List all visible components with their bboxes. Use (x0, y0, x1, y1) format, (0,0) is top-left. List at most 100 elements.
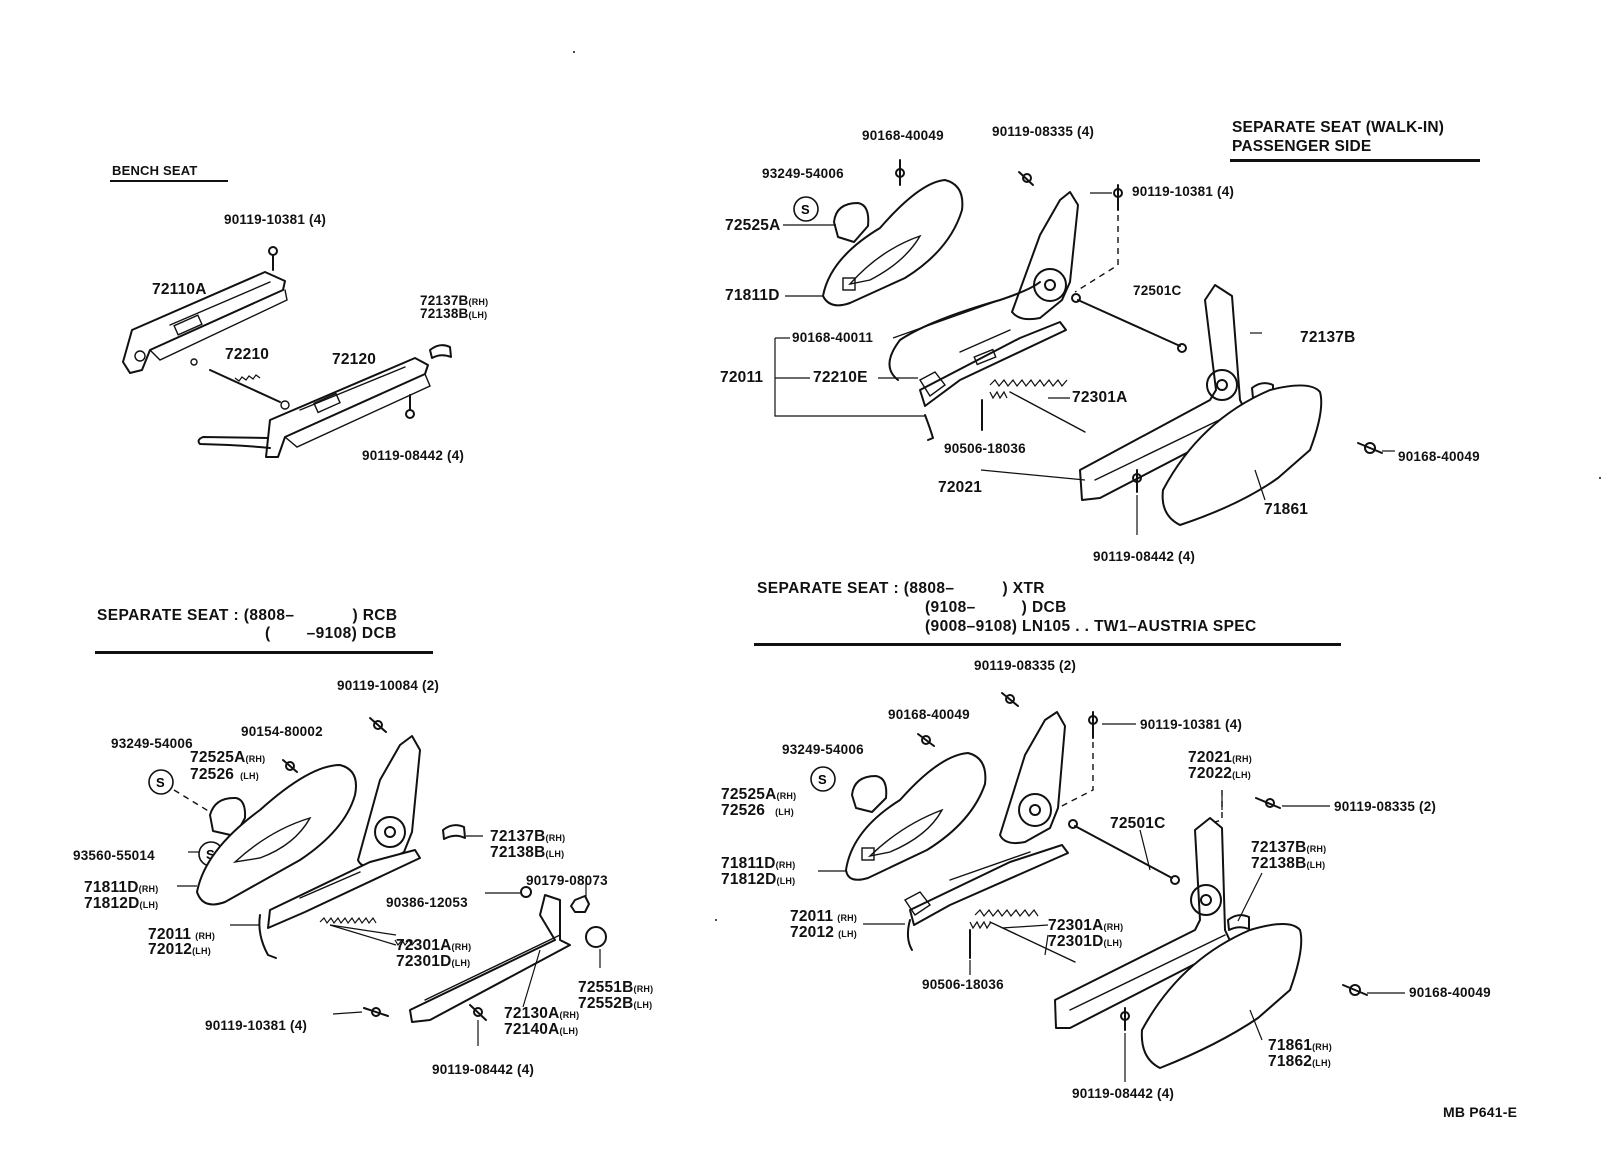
xtr-title-line3: (9008–9108) LN105 . . TW1–AUSTRIA SPEC (925, 618, 1257, 635)
cover-shape (1227, 914, 1250, 931)
part-label: 72138B(LH) (1251, 855, 1326, 872)
part-label: 72138B(LH) (420, 306, 488, 321)
screw-icon (282, 759, 298, 773)
svg-text:S: S (801, 202, 810, 217)
title-underline (754, 643, 1341, 646)
screw-icon (1357, 442, 1383, 454)
part-label: 72130A(RH) (504, 1005, 580, 1022)
bolt-icon (369, 717, 387, 733)
part-label: 90119-08335 (2) (1334, 799, 1437, 814)
walk-in-title: SEPARATE SEAT (WALK-IN) (1232, 119, 1445, 136)
title-underline (1230, 159, 1480, 162)
part-label: 90119-10381 (4) (1132, 184, 1235, 199)
spring-shape (989, 378, 1086, 433)
xtr-drawing: S (810, 692, 1405, 1082)
part-label: 72011(RH) (148, 926, 216, 943)
knob-shape (851, 775, 888, 813)
part-label: 90119-10381 (4) (1140, 717, 1243, 732)
part-label: 72110A (152, 281, 207, 298)
part-label: 72137B (1300, 329, 1356, 346)
part-label: 72525A(RH) (721, 786, 797, 803)
bolt-icon (1018, 171, 1034, 186)
part-label: 72012(LH) (790, 924, 857, 941)
adjuster-shape (919, 321, 1067, 407)
part-label: 90119-10381 (4) (205, 1018, 308, 1033)
part-label: 72301A(RH) (396, 937, 472, 954)
xtr-title-line2: (9108–) DCB (925, 599, 1067, 616)
rear-shield-shape (1161, 384, 1323, 526)
part-label: 71861(RH) (1268, 1037, 1332, 1054)
rcb-drawing: S S (148, 717, 607, 1046)
adjuster-shape (267, 849, 421, 929)
part-label: 90119-08442 (4) (1072, 1086, 1175, 1101)
spring-shape (974, 908, 1039, 918)
part-label: 72021 (938, 479, 983, 496)
nut-icon (520, 886, 532, 898)
part-label: 72301A (1072, 389, 1128, 406)
rcb-title-line1: SEPARATE SEAT : (8808–) RCB (97, 607, 398, 624)
part-label: 72301D(LH) (1048, 933, 1123, 950)
part-label: 72140A(LH) (504, 1021, 579, 1038)
shield-shape (822, 179, 964, 307)
part-label: 90168-40049 (1409, 985, 1491, 1000)
part-label: 90119-08442 (4) (362, 448, 465, 463)
part-label: 72501C (1133, 283, 1182, 298)
walk-in-drawing: S (774, 159, 1395, 535)
rear-shield-shape (1140, 923, 1303, 1069)
knob-shape (833, 202, 870, 243)
part-label: 72551B(RH) (578, 979, 654, 996)
part-label: 90179-08073 (526, 873, 608, 888)
part-label: 72011(RH) (790, 908, 858, 925)
part-label: 90168-40049 (1398, 449, 1480, 464)
shield-shape (845, 752, 987, 881)
part-label: 72525A(RH) (190, 749, 266, 766)
svg-text:S: S (156, 775, 165, 790)
part-label: 72552B(LH) (578, 995, 653, 1012)
figure-code: MB P641-E (1443, 1104, 1518, 1120)
title-underline (95, 651, 433, 654)
cap-icon (585, 926, 607, 948)
part-label: 72138B(LH) (490, 844, 565, 861)
part-label: 72137B(RH) (490, 828, 566, 845)
part-label: 72021(RH) (1188, 749, 1252, 766)
part-label: 71861 (1264, 501, 1309, 518)
bolt-icon (268, 246, 278, 271)
bolt-icon (1088, 711, 1098, 739)
part-label: 72210 (225, 346, 270, 363)
xtr-title-line1: SEPARATE SEAT : (8808–) XTR (757, 580, 1045, 597)
title-underline (110, 180, 228, 182)
screw-icon (895, 159, 905, 186)
part-label: 72137B(RH) (420, 293, 489, 308)
bolt-icon (469, 1004, 487, 1021)
part-label: 93560-55014 (73, 848, 155, 863)
part-label: 71812D(LH) (721, 871, 796, 888)
part-label: 71811D(RH) (721, 855, 796, 872)
bolt-icon (1132, 469, 1142, 493)
part-label: 90386-12053 (386, 895, 468, 910)
part-label: 90119-10084 (2) (337, 678, 440, 693)
seat-frame-shape (1011, 191, 1079, 321)
bolt-icon (1113, 184, 1123, 211)
part-label: 72210E (813, 369, 868, 386)
s-symbol-icon: S (148, 769, 174, 795)
cover-shape (429, 344, 452, 359)
bench-seat-drawing (122, 246, 452, 458)
part-label: 72501C (1110, 815, 1166, 832)
part-label: 71811D (725, 287, 780, 304)
screw-icon (917, 733, 935, 747)
part-label: 90168-40011 (792, 330, 874, 345)
part-label: 72301D(LH) (396, 953, 471, 970)
part-label: 72301A(RH) (1048, 917, 1124, 934)
screw-icon (1342, 984, 1368, 996)
part-label: 90119-10381 (4) (224, 212, 327, 227)
svg-text:S: S (206, 847, 215, 862)
part-label: 72137B(RH) (1251, 839, 1327, 856)
part-label: 72022(LH) (1188, 765, 1251, 782)
knob-shape (209, 796, 247, 837)
track-shape (1054, 817, 1233, 1029)
part-label: 90506-18036 (922, 977, 1004, 992)
bolt-icon (1001, 692, 1019, 707)
part-label: 90119-08442 (4) (1093, 549, 1196, 564)
